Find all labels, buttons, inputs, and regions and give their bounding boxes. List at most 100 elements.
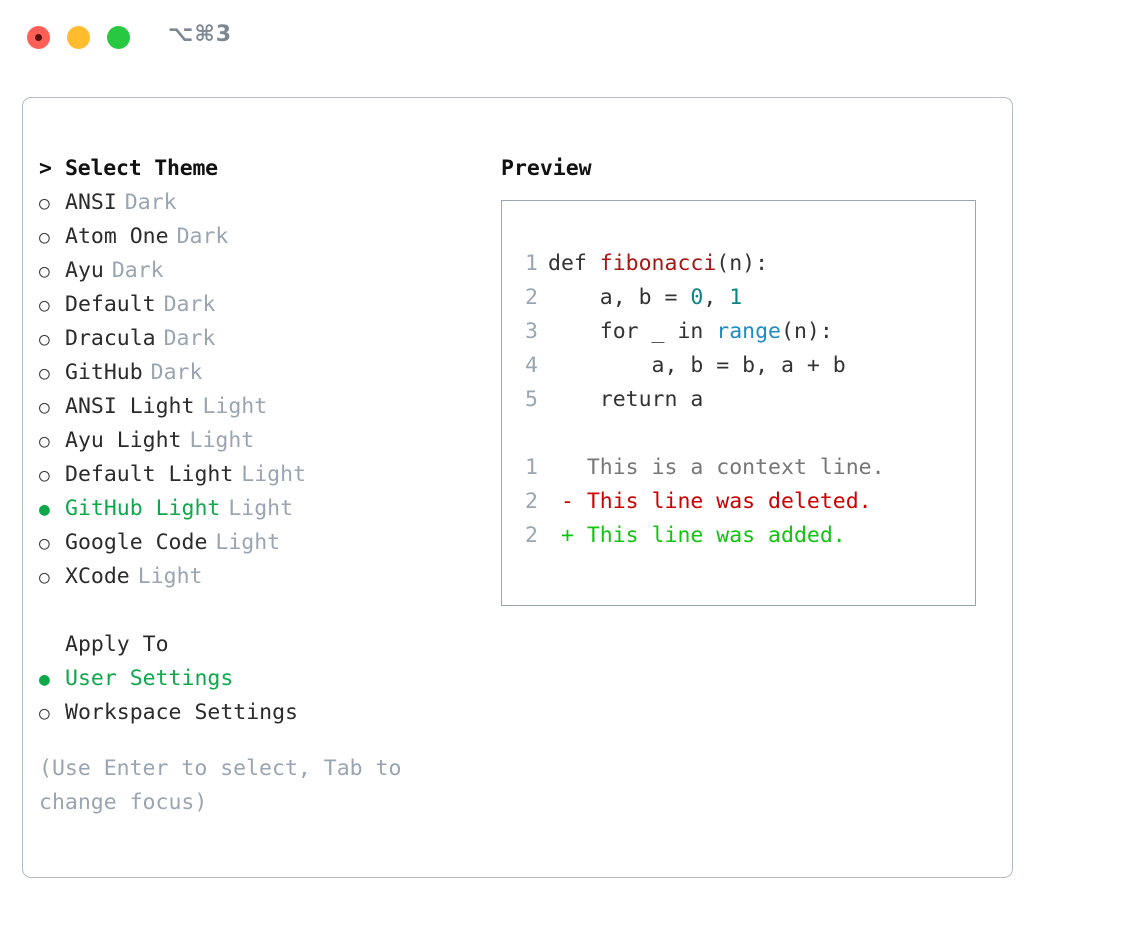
title-bar: ⌥⌘3 <box>0 0 1140 78</box>
radio-unselected-icon: ○ <box>39 533 50 554</box>
code-token-func: fibonacci <box>599 251 717 276</box>
code-line-number: 1 <box>525 251 538 276</box>
code-token-num: 0 <box>690 285 704 310</box>
diff-marker: + <box>548 523 587 548</box>
radio-unselected-icon: ○ <box>39 329 50 350</box>
code-token-plain: a, b = <box>548 285 691 310</box>
theme-variant-tag: Dark <box>150 360 203 385</box>
apply-to-list: ● User Settings ○ Workspace Settings <box>39 662 469 730</box>
theme-list-item-label: XCode <box>65 564 130 589</box>
minimize-window-icon[interactable] <box>67 26 90 49</box>
code-line: 1 def fibonacci(n): <box>514 247 885 281</box>
code-line: 4 a, b = b, a + b <box>514 349 885 383</box>
select-theme-heading: > Select Theme <box>39 152 469 186</box>
diff-line-text: This is a context line. <box>586 455 885 480</box>
code-token-plain: (n): <box>716 251 769 276</box>
maximize-window-icon[interactable] <box>107 26 130 49</box>
apply-to-item[interactable]: ○ Workspace Settings <box>39 696 469 730</box>
diff-line: 2 + This line was added. <box>514 519 885 553</box>
diff-line-text: This line was added. <box>586 523 846 548</box>
code-line-number: 1 <box>525 455 538 480</box>
theme-variant-tag: Dark <box>176 224 229 249</box>
apply-to-item[interactable]: ● User Settings <box>39 662 469 696</box>
code-token-plain: def <box>548 251 600 276</box>
theme-variant-tag: Light <box>137 564 203 589</box>
keyboard-shortcut-label: ⌥⌘3 <box>168 22 233 47</box>
theme-list-item-label: Ayu <box>65 258 104 283</box>
radio-unselected-icon: ○ <box>39 397 50 418</box>
radio-unselected-icon: ○ <box>39 363 50 384</box>
focus-caret-icon: > <box>39 156 52 181</box>
code-token-built: range <box>716 319 782 344</box>
theme-list-item-label: ANSI Light <box>65 394 195 419</box>
code-line: 2 a, b = 0, 1 <box>514 281 885 315</box>
code-line: 5 return a <box>514 383 885 417</box>
theme-variant-tag: Dark <box>124 190 177 215</box>
code-token-plain: , <box>703 285 730 310</box>
apply-to-item-label: Workspace Settings <box>65 700 298 725</box>
diff-line-text: This line was deleted. <box>586 489 872 514</box>
radio-unselected-icon: ○ <box>39 703 50 724</box>
code-line-number: 4 <box>525 353 538 378</box>
preview-title: Preview <box>501 156 592 181</box>
theme-list-item[interactable]: ○ Ayu Light Light <box>39 424 469 458</box>
theme-variant-tag: Dark <box>163 326 216 351</box>
keyboard-hint-text: (Use Enter to select, Tab to change focu… <box>39 756 402 815</box>
code-line: 3 for _ in range(n): <box>514 315 885 349</box>
radio-unselected-icon: ○ <box>39 431 50 452</box>
select-theme-heading-label: Select Theme <box>65 156 218 181</box>
code-token-plain: for _ in <box>548 319 717 344</box>
radio-selected-icon: ● <box>39 669 50 690</box>
radio-unselected-icon: ○ <box>39 465 50 486</box>
apply-to-heading: Apply To <box>39 628 469 662</box>
diff-marker <box>548 455 587 480</box>
theme-list-item[interactable]: ● GitHub Light Light <box>39 492 469 526</box>
radio-unselected-icon: ○ <box>39 567 50 588</box>
theme-variant-tag: Dark <box>163 292 216 317</box>
code-token-plain: return a <box>548 387 704 412</box>
theme-list-item[interactable]: ○ Ayu Dark <box>39 254 469 288</box>
theme-list-item[interactable]: ○ ANSI Light Light <box>39 390 469 424</box>
code-line-number: 5 <box>525 387 538 412</box>
theme-list-item-label: GitHub Light <box>65 496 221 521</box>
code-token-num: 1 <box>729 285 743 310</box>
diff-marker: - <box>548 489 587 514</box>
diff-line: 2 - This line was deleted. <box>514 485 885 519</box>
theme-list-item[interactable]: ○ Dracula Dark <box>39 322 469 356</box>
theme-list-item[interactable]: ○ XCode Light <box>39 560 469 594</box>
theme-list-item-label: ANSI <box>65 190 117 215</box>
apply-to-item-label: User Settings <box>65 666 234 691</box>
radio-unselected-icon: ○ <box>39 295 50 316</box>
theme-list-item-label: GitHub <box>65 360 143 385</box>
theme-list-item[interactable]: ○ ANSI Dark <box>39 186 469 220</box>
code-line-number: 2 <box>525 285 538 310</box>
theme-list-item-label: Dracula <box>65 326 156 351</box>
code-line-number: 2 <box>525 489 538 514</box>
theme-variant-tag: Dark <box>111 258 164 283</box>
radio-unselected-icon: ○ <box>39 227 50 248</box>
code-blank-line <box>514 417 885 451</box>
theme-variant-tag: Light <box>202 394 268 419</box>
theme-list-item-label: Ayu Light <box>65 428 182 453</box>
code-token-plain: a, b = b, a + b <box>548 353 846 378</box>
radio-unselected-icon: ○ <box>39 193 50 214</box>
theme-list-item-label: Default Light <box>65 462 234 487</box>
theme-variant-tag: Light <box>189 428 255 453</box>
list-spacer <box>39 594 469 628</box>
traffic-lights <box>27 26 130 49</box>
close-window-icon[interactable] <box>27 26 50 49</box>
theme-list-item[interactable]: ○ GitHub Dark <box>39 356 469 390</box>
code-line-number: 2 <box>525 523 538 548</box>
code-token-plain: (n): <box>781 319 833 344</box>
radio-selected-icon: ● <box>39 499 50 520</box>
radio-unselected-icon: ○ <box>39 261 50 282</box>
theme-variant-tag: Light <box>228 496 294 521</box>
